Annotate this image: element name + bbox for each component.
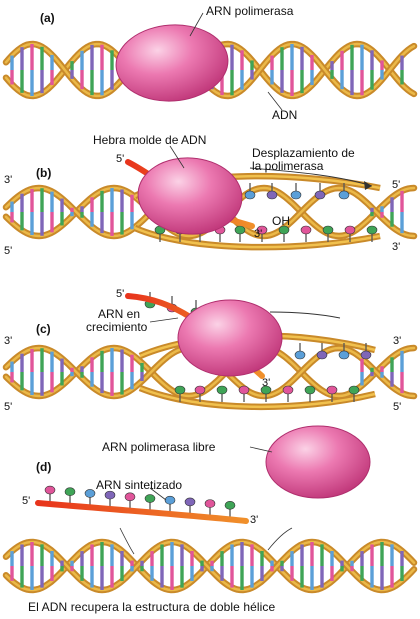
nucleotide [326,385,338,395]
nucleotide [44,485,56,495]
template-strand-label: Hebra molde de ADN [93,133,207,147]
panel-d-letter: (d) [36,460,52,474]
nucleotide [144,494,156,503]
panel-b-end-bottom-right: 3' [392,241,401,253]
panel-c-letter: (c) [36,322,51,336]
nucleotide [338,350,350,360]
nucleotide [304,385,316,395]
nucleotide [256,225,268,235]
panel-c-rna-5-end: 5' [116,288,125,300]
leader-line [169,145,185,169]
panel-c-end-bottom-right: 5' [393,401,402,413]
leader-lines [119,12,373,555]
growing-rna-label-2: crecimiento [86,320,148,334]
arrow-head [364,181,372,190]
nucleotide [316,350,328,360]
nucleotide [360,350,372,360]
panel-c-rna-3-end: 3' [262,377,271,389]
nucleotide [184,497,196,507]
nucleotide [266,190,278,200]
panel-d-rna-3-end: 3' [250,514,259,526]
polymerase-layer [115,24,371,499]
leader-line [267,91,283,111]
nucleotide [124,492,136,502]
panel-c-end-top-left: 3' [4,335,13,347]
nucleotide [278,225,290,235]
nucleotide [216,385,228,395]
leader-line [249,446,273,453]
nucleotide [314,190,326,200]
synthesized-rna [35,500,249,524]
dna-label: ADN [272,108,298,122]
panel-b-letter: (b) [36,166,52,180]
dna-strand-highlight [4,540,416,592]
leader-line [149,487,167,501]
nucleotide [282,385,294,395]
direction-arrow [249,167,373,187]
panel-c-end-top-right: 3' [393,335,402,347]
nucleotide [104,490,116,500]
nucleotide [290,190,302,200]
nucleotide [84,489,96,498]
leader-line [119,527,135,555]
leader-line [149,317,179,323]
nucleotide [224,501,236,510]
polymerase-displacement-label-2: la polimerasa [252,159,324,173]
nucleotide [294,350,306,360]
nucleotide [174,385,186,395]
panel-b-rna-3-end: 3' [254,228,263,240]
nucleotide [260,385,272,395]
panel-d-rna-5-end: 5' [22,495,31,507]
nucleotide [300,225,312,235]
nucleotide [338,190,350,200]
panel-b-rna-5-end: 5' [116,153,125,165]
growing-rna-label-1: ARN en [98,307,141,321]
dna-open-strand-highlight [134,226,381,249]
panel-c-end-bottom-left: 5' [4,401,13,413]
panel-b-end-top-left: 3' [4,174,13,186]
polymerase-label: ARN polimerasa [206,4,294,18]
nucleotide [322,225,334,235]
direction-arrow [269,311,341,319]
nucleotide [204,499,216,508]
nucleotide [344,225,356,235]
nucleotide [366,225,378,235]
rna-polymerase [177,299,283,377]
nucleotide [64,487,76,497]
panel-b-end-bottom-left: 5' [4,245,13,257]
panel-b-end-top-right: 5' [392,179,401,191]
synthesized-rna-label: ARN sintetizado [96,478,183,492]
rna-polymerase [137,157,243,235]
rna-polymerase [265,425,371,499]
nucleotide [244,190,256,200]
nucleotide [164,495,176,505]
nucleotide [348,385,360,395]
polymerase-displacement-label-1: Desplazamiento de [252,146,355,160]
leader-line [189,12,204,37]
free-polymerase-label: ARN polimerasa libre [102,440,216,454]
nucleotide [238,385,250,395]
nucleotide [194,385,206,395]
double-helix-caption: El ADN recupera la estructura de doble h… [28,600,276,614]
dna-open-strand-highlight [139,386,376,409]
nucleotide-layer [10,44,404,590]
rna-polymerase [115,24,229,102]
leader-line [267,527,293,551]
panel-a-letter: (a) [40,11,55,25]
nucleotide [234,225,246,235]
oh-label: OH [272,214,290,228]
